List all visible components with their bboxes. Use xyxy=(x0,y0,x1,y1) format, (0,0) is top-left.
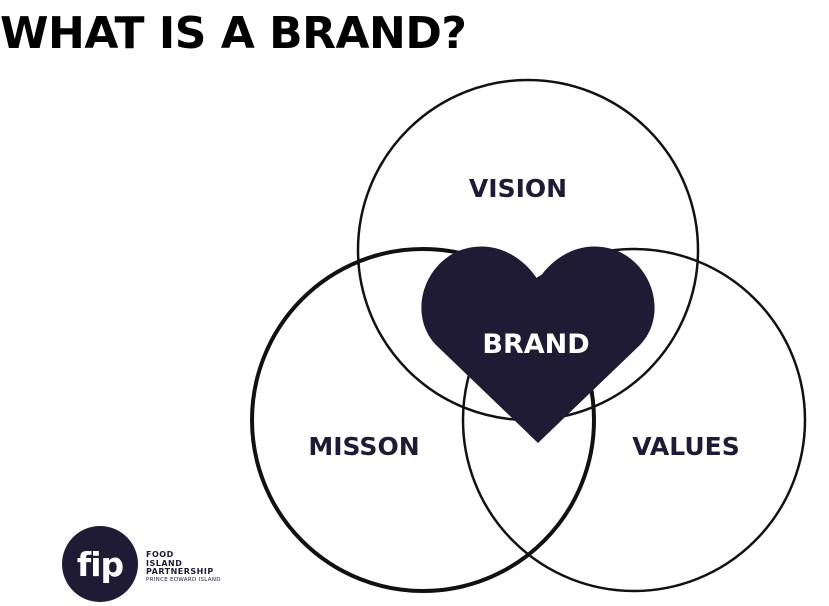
logo-wordmark: FOOD ISLAND PARTNERSHIP PRINCE EDWARD IS… xyxy=(146,550,221,584)
logo-line-partnership: PARTNERSHIP xyxy=(146,567,214,576)
brand-label: BRAND xyxy=(482,329,589,360)
logo-line-pei: PRINCE EDWARD ISLAND xyxy=(146,576,221,583)
values-circle xyxy=(461,247,807,593)
mission-label: MISSON xyxy=(308,432,419,461)
mission-circle xyxy=(250,247,596,593)
heart-icon xyxy=(421,246,655,443)
logo-line-island: ISLAND xyxy=(146,558,183,568)
logo-badge: fip xyxy=(62,526,138,602)
fip-logo: fip FOOD ISLAND PARTNERSHIP PRINCE EDWAR… xyxy=(62,522,232,602)
vision-label: VISION xyxy=(469,174,567,203)
logo-mark: fip xyxy=(76,544,124,584)
values-label: VALUES xyxy=(632,432,739,461)
logo-line-food: FOOD xyxy=(146,550,174,559)
slide-title: WHAT IS A BRAND? xyxy=(0,8,467,59)
